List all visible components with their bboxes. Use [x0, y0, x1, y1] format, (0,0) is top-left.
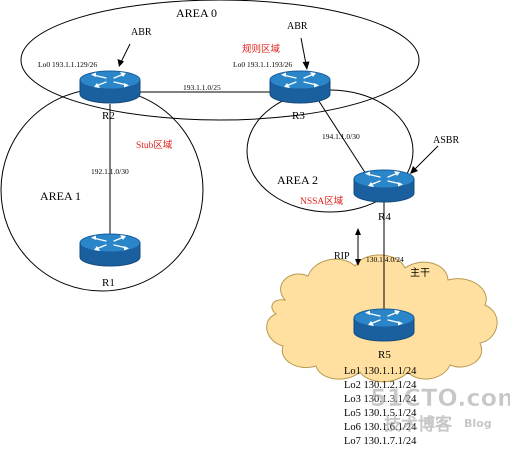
r5-loopback-list: Lo1 130.1.1.1/24 Lo2 130.1.2.1/24 Lo3 13… — [344, 366, 417, 447]
abr-r3-arrow — [300, 37, 310, 70]
regular-area-note: 规则区域 — [242, 43, 281, 55]
router-r1-name: R1 — [102, 277, 115, 289]
link-r2-r3-subnet: 193.1.1.0/25 — [183, 83, 221, 92]
router-r3-icon — [269, 70, 331, 104]
router-r5-icon — [353, 308, 415, 342]
area2-label: AREA 2 — [277, 173, 318, 187]
nssa-area-note: NSSA区域 — [300, 195, 344, 207]
router-r4-icon — [353, 169, 415, 203]
area1-label: AREA 1 — [40, 189, 81, 203]
router-r4-name: R4 — [378, 211, 391, 223]
watermark-site: 51CTO.com — [370, 384, 510, 412]
backbone-note: 主干 — [410, 267, 430, 279]
watermark-blog: Blog — [464, 417, 492, 430]
abr-r3-label: ABR — [287, 21, 308, 32]
r5-loopback-item: Lo5 130.1.5.1/24 — [344, 408, 417, 419]
r5-loopback-item: Lo3 130.1.3.1/24 — [344, 394, 417, 405]
watermark-tagline: 技术博客 — [384, 414, 453, 435]
abr-r2-arrow — [117, 43, 131, 67]
link-r4-r5-subnet: 130.1.4.0/24 — [366, 255, 404, 264]
router-r3-name: R3 — [292, 110, 305, 122]
abr-r2-label: ABR — [131, 27, 152, 38]
link-r3-r4 — [314, 94, 367, 175]
r5-loopback-item: Lo7 130.1.7.1/24 — [344, 436, 417, 447]
r3-loopback-label: Lo0 193.1.1.193/26 — [233, 60, 292, 69]
router-r2-icon — [79, 70, 141, 104]
site-watermark: 51CTO.com 技术博客 Blog — [370, 384, 510, 435]
router-r1-icon — [79, 233, 141, 267]
router-r2-name: R2 — [102, 110, 115, 122]
rip-redistribution-arrow — [355, 228, 361, 266]
r5-loopback-item: Lo6 130.1.6.1/24 — [344, 422, 417, 433]
stub-area-note: Stub区域 — [136, 139, 173, 151]
r2-loopback-label: Lo0 193.1.1.129/26 — [38, 60, 97, 69]
link-r3-r4-subnet: 194.1.1.0/30 — [322, 132, 360, 141]
asbr-r4-label: ASBR — [433, 135, 459, 146]
r5-loopback-item: Lo1 130.1.1.1/24 — [344, 366, 417, 377]
rip-label: RIP — [334, 251, 350, 262]
router-r5-name: R5 — [378, 349, 391, 361]
link-r1-r2-subnet: 192.1.1.0/30 — [91, 167, 129, 176]
area0-boundary — [20, 0, 420, 121]
area0-label: AREA 0 — [176, 6, 217, 20]
r5-loopback-item: Lo2 130.1.2.1/24 — [344, 380, 417, 391]
asbr-r4-arrow — [410, 145, 439, 174]
